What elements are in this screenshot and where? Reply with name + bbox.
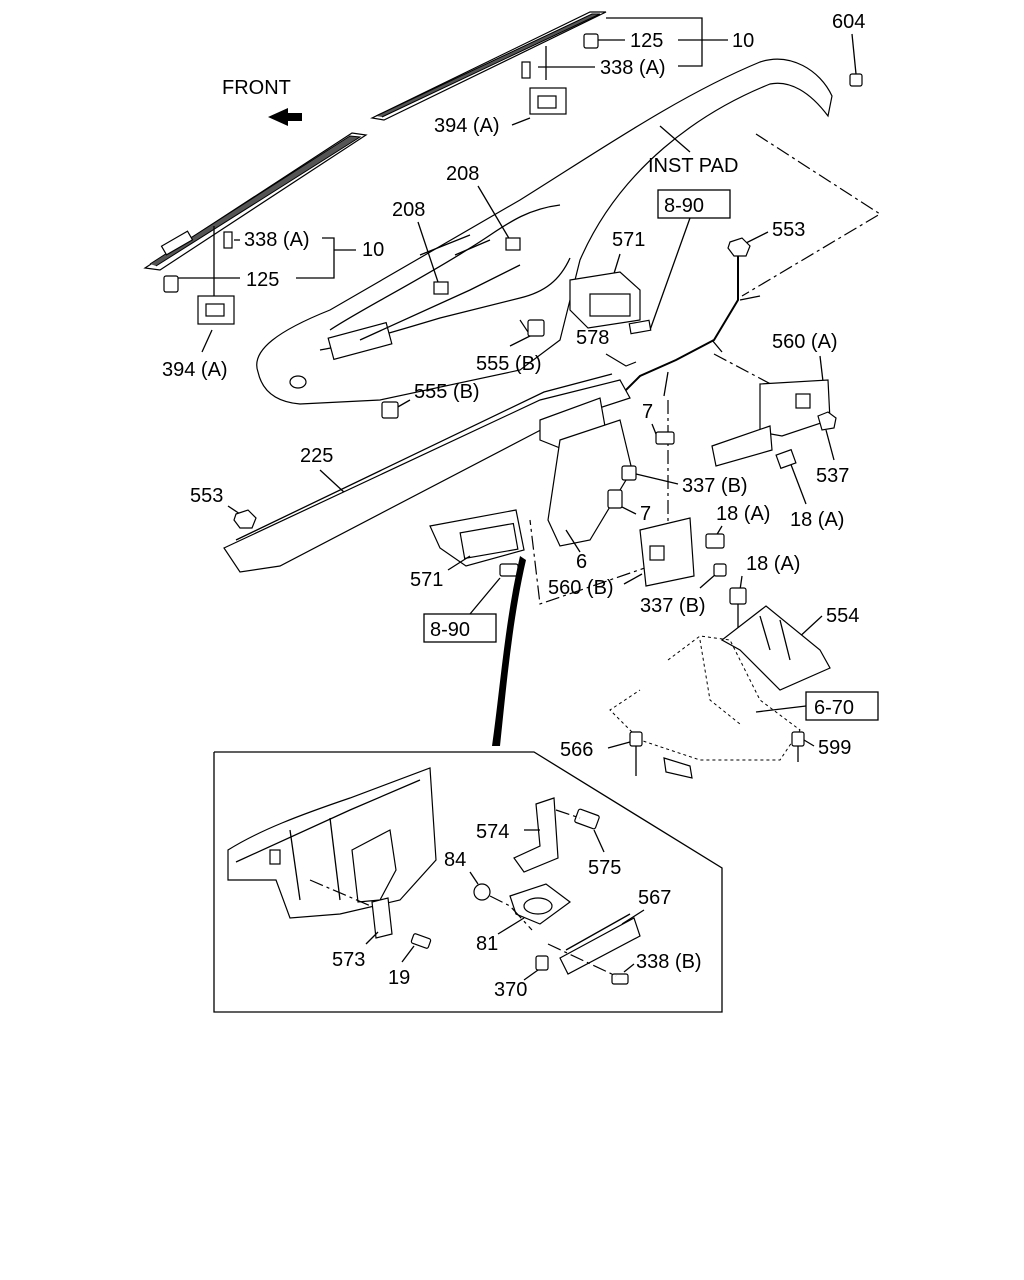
bracket-560a: [711, 379, 831, 467]
duct-571-bottom: [429, 509, 525, 567]
callout-370: 370: [494, 979, 527, 1001]
bracket-394a-left-icon: [197, 295, 235, 325]
duct-571-top: [569, 271, 641, 329]
callout-18a-low: 18 (A): [746, 553, 800, 575]
callout-553-left: 553: [190, 485, 223, 507]
callout-337b-top: 337 (B): [682, 475, 748, 497]
inst-pad-label: INST PAD: [648, 155, 738, 177]
callout-604: 604: [832, 11, 865, 33]
callout-18a-right: 18 (A): [790, 509, 844, 531]
callout-208-left: 208: [392, 199, 425, 221]
callout-338b: 338 (B): [636, 951, 702, 973]
callout-578: 578: [576, 327, 609, 349]
callout-6-70: 6-70: [814, 697, 854, 719]
callout-208-right: 208: [446, 163, 479, 185]
defroster-grille-left: [143, 132, 368, 271]
callout-560a: 560 (A): [772, 331, 838, 353]
instrument-pad: [256, 58, 833, 405]
screw-338a-left-icon: [223, 231, 233, 249]
front-label: FRONT: [222, 77, 291, 99]
callout-7-top: 7: [642, 401, 653, 423]
callout-10-top: 10: [732, 30, 754, 52]
callout-125-top: 125: [630, 30, 663, 52]
callout-560b: 560 (B): [548, 577, 614, 599]
callout-555b-mid: 555 (B): [476, 353, 542, 375]
callout-225: 225: [300, 445, 333, 467]
callout-394a-left: 394 (A): [162, 359, 228, 381]
bracket-394a-top-icon: [529, 87, 567, 115]
front-arrow-icon: [268, 108, 302, 126]
clip-604-icon: [849, 33, 863, 87]
inset-detail: 573 19 574 575 84 81 567 338 (B): [213, 751, 723, 1013]
defroster-grille-right: [370, 11, 607, 121]
callout-81: 81: [476, 933, 498, 955]
callout-571-top: 571: [612, 229, 645, 251]
callout-574: 574: [476, 821, 509, 843]
callout-566: 566: [560, 739, 593, 761]
callout-567: 567: [638, 887, 671, 909]
callout-19: 19: [388, 967, 410, 989]
clip-125-top-icon: [583, 33, 599, 49]
callout-394a-top: 394 (A): [434, 115, 500, 137]
callout-7-mid: 7: [640, 503, 651, 525]
callout-599: 599: [818, 737, 851, 759]
callout-18a-mid: 18 (A): [716, 503, 770, 525]
callout-338a-top: 338 (A): [600, 57, 666, 79]
cross-car-beam-225: [223, 373, 633, 573]
callout-337b-low: 337 (B): [640, 595, 706, 617]
callout-84: 84: [444, 849, 466, 871]
callout-571-bottom: 571: [410, 569, 443, 591]
callout-8-90-bottom: 8-90: [430, 619, 470, 641]
callout-554: 554: [826, 605, 859, 627]
callout-338a-left: 338 (A): [244, 229, 310, 251]
callout-8-90-top: 8-90: [664, 195, 704, 217]
callout-10-left: 10: [362, 239, 384, 261]
callout-573: 573: [332, 949, 365, 971]
callout-125-left: 125: [246, 269, 279, 291]
floor-tunnel-outline: [609, 635, 801, 761]
callout-6: 6: [576, 551, 587, 573]
clip-125-left-icon: [163, 275, 179, 293]
bracket-560b: [639, 517, 695, 587]
bracket-554: [720, 605, 831, 691]
callout-555b-left: 555 (B): [414, 381, 480, 403]
callout-575: 575: [588, 857, 621, 879]
callout-537: 537: [816, 465, 849, 487]
callout-553-top: 553: [772, 219, 805, 241]
screw-338a-top-icon: [521, 61, 531, 79]
